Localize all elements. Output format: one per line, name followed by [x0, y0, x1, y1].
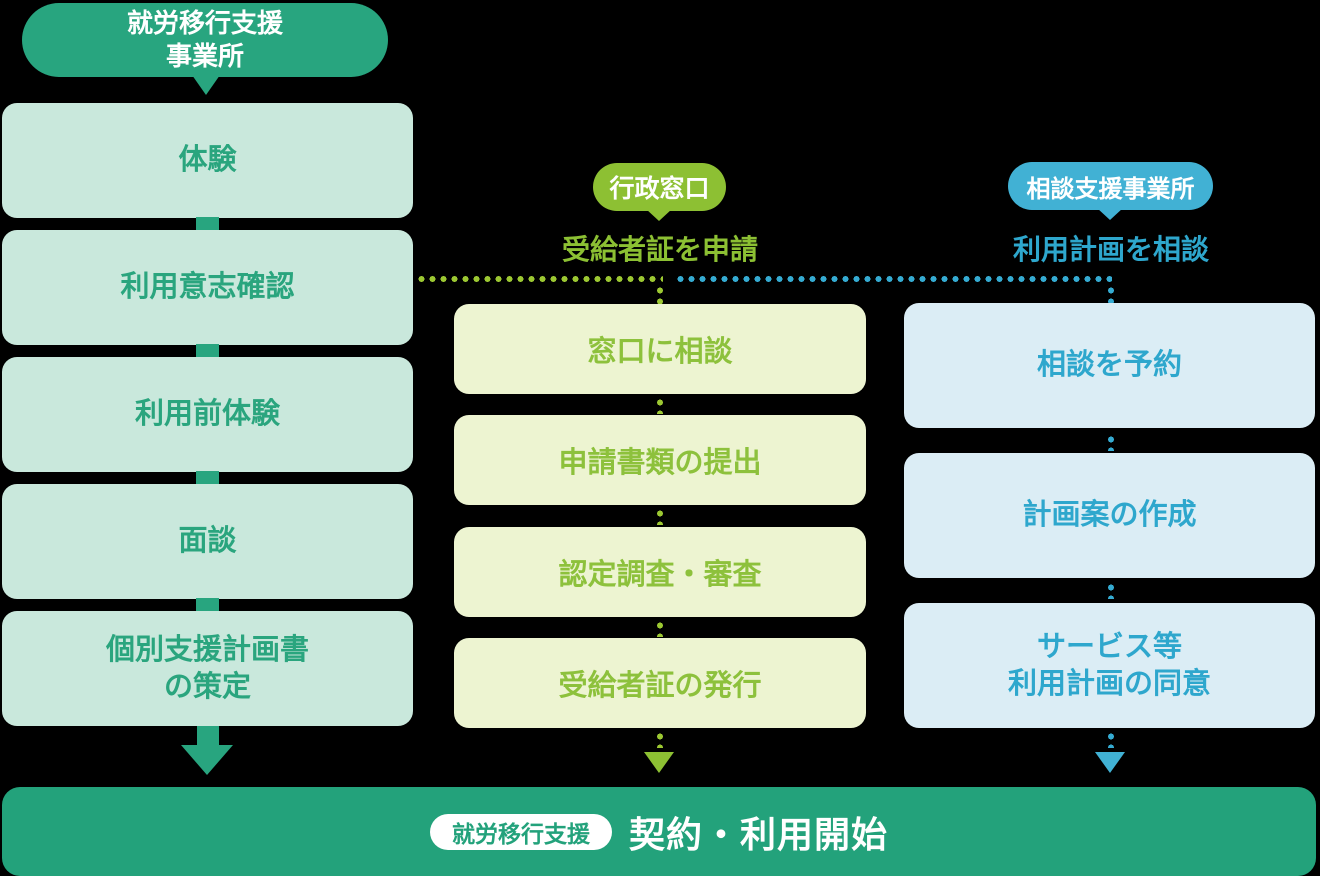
- government-step-shorui-teishutsu: 申請書類の提出: [454, 415, 866, 505]
- down-arrow-icon: [644, 752, 674, 773]
- consultation-badge: 相談支援事業所: [1008, 162, 1213, 210]
- dotted-line-green: [657, 620, 663, 637]
- dotted-line-blue: [1108, 582, 1114, 599]
- government-step-madoguchi-soudan: 窓口に相談: [454, 304, 866, 394]
- connector: [196, 598, 219, 612]
- down-arrow-icon: [197, 726, 219, 745]
- connector: [196, 471, 219, 485]
- consultation-caption: 利用計画を相談: [1012, 234, 1209, 265]
- dotted-line-blue: [675, 276, 1112, 282]
- provider-step-taiken: 体験: [2, 103, 413, 218]
- provider-badge-tail-icon: [192, 75, 220, 95]
- consultation-step-yoyaku: 相談を予約: [904, 303, 1315, 428]
- consultation-badge-tail-icon: [1097, 208, 1123, 220]
- dotted-line-blue: [1108, 434, 1114, 451]
- dotted-line-green: [416, 276, 663, 282]
- footer-badge: 就労移行支援: [429, 813, 612, 850]
- provider-step-keikakusho-sakutei: 個別支援計画書 の策定: [2, 611, 413, 726]
- government-badge-tail-icon: [646, 209, 672, 221]
- dotted-line-blue: [1108, 731, 1114, 748]
- connector: [196, 217, 219, 231]
- provider-step-riyou-ishi-kakunin: 利用意志確認: [2, 230, 413, 345]
- footer-label: 契約・利用開始: [628, 813, 888, 855]
- footer-bar: 就労移行支援 契約・利用開始: [2, 787, 1316, 876]
- government-badge: 行政窓口: [593, 163, 726, 211]
- provider-step-mendan: 面談: [2, 484, 413, 599]
- dotted-line-green: [657, 285, 663, 304]
- consultation-step-keikaku-doui: サービス等 利用計画の同意: [904, 603, 1315, 728]
- down-arrow-icon: [181, 745, 233, 775]
- down-arrow-icon: [1095, 752, 1125, 773]
- dotted-line-blue: [1108, 285, 1114, 304]
- government-step-nintei-chousa: 認定調査・審査: [454, 527, 866, 617]
- government-step-jukyushashou-hakkou: 受給者証の発行: [454, 638, 866, 728]
- provider-badge: 就労移行支援 事業所: [22, 3, 388, 77]
- dotted-line-green: [657, 508, 663, 525]
- consultation-step-keikakuan-sakusei: 計画案の作成: [904, 453, 1315, 578]
- government-caption: 受給者証を申請: [561, 234, 758, 265]
- dotted-line-green: [657, 397, 663, 414]
- provider-step-riyou-mae-taiken: 利用前体験: [2, 357, 413, 472]
- connector: [196, 344, 219, 358]
- dotted-line-green: [657, 731, 663, 748]
